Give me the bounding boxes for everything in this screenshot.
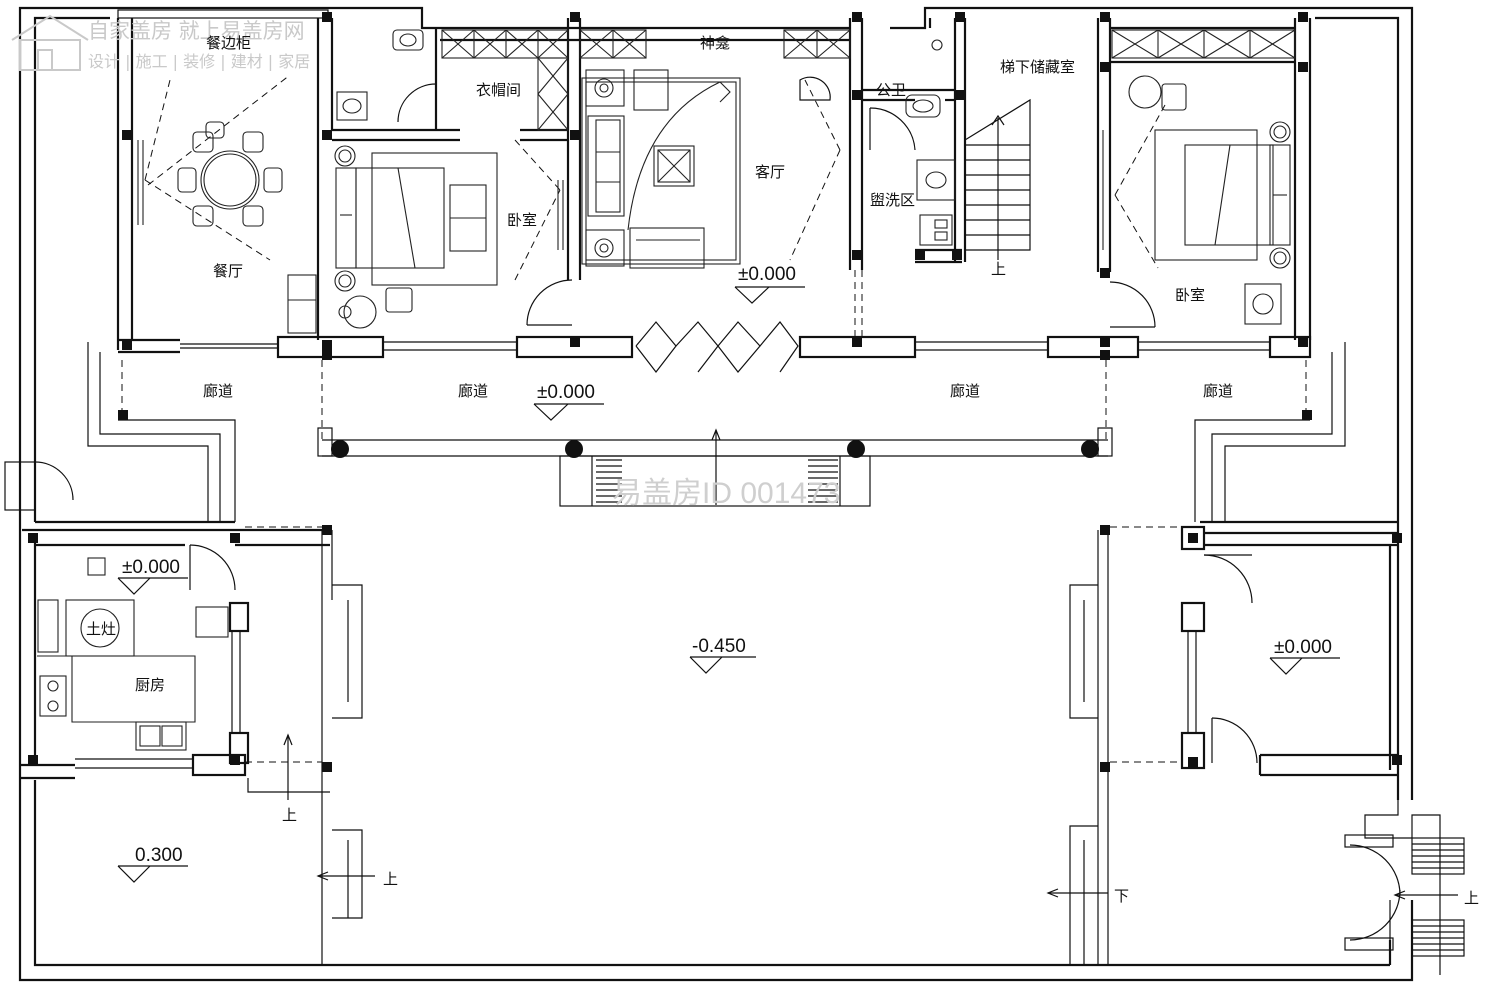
stair-down-mark: 下 [1114,887,1129,905]
kitchen-fixtures [37,557,229,751]
kitchen-walls [20,526,330,793]
bed-right [1102,75,1291,325]
room-label-stove: 土灶 [86,620,116,638]
west-gate [4,461,74,511]
outer-boundary [18,6,1414,982]
room-label-corridor-1: 廊道 [203,382,233,400]
toilet-fixtures [336,29,956,246]
watermark-brand: 自家盖房 就上易盖房网 [88,19,305,43]
elevation-living: ±0.000 [738,264,796,285]
room-label-cloakroom: 衣帽间 [476,81,521,99]
room-label-dining: 餐厅 [213,262,243,280]
right-room-walls [1110,525,1398,777]
room-label-kitchen: 厨房 [135,676,165,694]
stair-up-mark-kitchen: 上 [282,806,297,824]
elevation-symbols [117,286,1340,883]
columns [28,12,1402,772]
north-wing-walls [116,9,1312,359]
room-label-bedroom-right: 卧室 [1175,286,1205,304]
stair-up-mark-gate: 上 [1464,889,1479,907]
dashed-guides [144,74,1166,340]
direction-arrows [283,428,1458,900]
stair-up-mark-storage: 上 [991,260,1006,278]
room-label-toilet: 公卫 [876,81,906,99]
room-label-shrine: 神龛 [700,34,730,52]
sideboard-cabinet [287,274,317,334]
door-swings [397,76,1156,373]
front-steps [591,456,841,506]
elevation-yard: 0.300 [135,845,183,866]
room-label-corridor-2: 廊道 [458,382,488,400]
elevation-courtyard: -0.450 [692,636,746,657]
wardrobe-cabinets [441,29,1296,131]
east-gate [1344,800,1465,975]
room-label-corridor-4: 廊道 [1203,382,1233,400]
room-label-corridor-3: 廊道 [950,382,980,400]
bed-left [334,145,564,329]
room-label-washing: 盥洗区 [870,191,915,209]
watermark-logo [11,14,89,71]
stair-up-mark-yard: 上 [383,870,398,888]
elevation-right-room: ±0.000 [1274,637,1332,658]
staircase [964,98,1031,260]
elevation-kitchen: ±0.000 [122,557,180,578]
room-label-living: 客厅 [755,163,785,181]
dining-table [137,121,283,227]
watermark-plan-id: 易盖房ID 001473 [612,477,840,510]
room-label-bedroom-left: 卧室 [507,211,537,229]
watermark-services: 设计 | 施工 | 装修 | 建材 | 家居 [88,52,310,71]
living-furniture [581,69,741,269]
room-label-sideboard: 餐边柜 [206,34,251,52]
room-label-storage: 梯下储藏室 [1000,58,1075,76]
elevation-corridor: ±0.000 [537,382,595,403]
